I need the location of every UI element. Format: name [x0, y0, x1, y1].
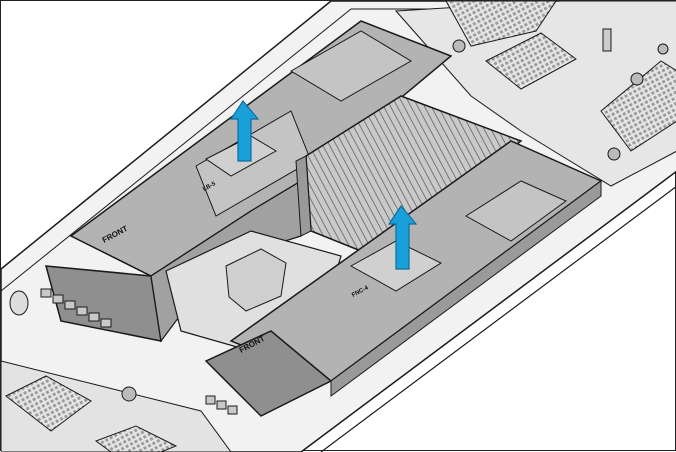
connector-left: [40, 288, 112, 328]
chip-lower-center: [94, 425, 178, 452]
screw: [630, 72, 644, 86]
screw: [607, 147, 621, 161]
up-arrow-icon: [387, 204, 418, 270]
tag-label-left: LB-5: [202, 181, 217, 193]
chip-upper-right: [445, 1, 557, 47]
screw: [121, 386, 137, 402]
chip-lower-left: [5, 375, 92, 432]
up-arrow-icon: [229, 99, 260, 162]
heatsink-base: [295, 155, 312, 237]
socket-frame: [225, 248, 287, 312]
tray-rail-right: [320, 185, 676, 452]
chip-far-right: [600, 60, 676, 152]
standoff: [602, 28, 612, 52]
baffle-left-pocket: [290, 30, 412, 102]
battery: [9, 290, 29, 316]
screw: [452, 39, 466, 53]
chip-center-right: [485, 32, 577, 90]
screw: [657, 43, 669, 55]
air-baffle-right-side: [330, 180, 602, 397]
baffle-right-pocket: [465, 180, 567, 242]
connector-right: [205, 395, 238, 415]
